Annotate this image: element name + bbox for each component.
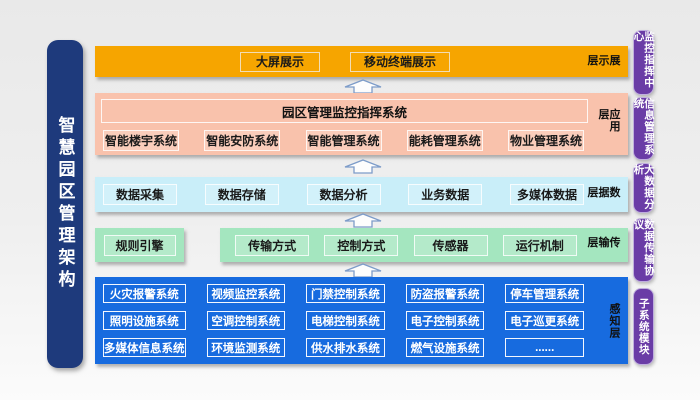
perception-grid: 火灾报警系统 视频监控系统 门禁控制系统 防盗报警系统 停车管理系统 照明设施系… [103, 284, 584, 357]
layer-perception: 火灾报警系统 视频监控系统 门禁控制系统 防盗报警系统 停车管理系统 照明设施系… [95, 277, 628, 364]
transport-item-operation: 运行机制 [502, 234, 577, 256]
perception-item-gas: 燃气设施系统 [405, 338, 485, 357]
layer-transport: 传输方式 控制方式 传感器 运行机制 传输层 [220, 228, 628, 262]
data-item-analysis: 数据分析 [306, 184, 381, 205]
side-module-label: 信息管理系统 [632, 98, 656, 156]
layer-label-display: 展示层 [586, 53, 620, 66]
transport-item-sensor: 传感器 [413, 234, 488, 256]
perception-item-burglar-alarm: 防盗报警系统 [405, 284, 485, 303]
transport-items: 传输方式 控制方式 传感器 运行机制 [220, 234, 628, 256]
perception-item-elevator: 电梯控制系统 [306, 311, 385, 330]
transport-item-rule-engine: 规则引擎 [103, 234, 176, 256]
app-item-security: 智能安防系统 [204, 130, 281, 151]
data-item-business: 业务数据 [408, 184, 483, 205]
perception-item-hvac: 空调控制系统 [206, 311, 286, 330]
perception-item-parking: 停车管理系统 [505, 284, 584, 303]
transport-item-control: 控制方式 [324, 234, 399, 256]
perception-item-more: ...... [505, 338, 584, 357]
up-arrow-icon [344, 213, 382, 228]
side-module-transfer-protocol: 数据传输协议 [632, 218, 656, 282]
layer-label-transport: 传输层 [586, 236, 620, 249]
display-item-big-screen: 大屏展示 [240, 51, 320, 72]
layer-data: 数据采集 数据存储 数据分析 业务数据 多媒体数据 数据层 [95, 177, 628, 212]
side-module-info-management: 信息管理系统 [632, 97, 656, 160]
perception-item-access-control: 门禁控制系统 [306, 284, 385, 303]
side-module-label: 监控指挥中心 [632, 31, 656, 89]
layer-display: 大屏展示 移动终端展示 展示层 [95, 46, 628, 77]
app-item-energy: 能耗管理系统 [406, 130, 483, 151]
layer-label-perception: 感知层 [608, 302, 620, 339]
side-module-big-data: 大数据分析 [632, 163, 656, 213]
transport-rule-engine-block: 规则引擎 [95, 228, 184, 262]
perception-item-lighting: 照明设施系统 [103, 311, 186, 330]
perception-item-fire-alarm: 火灾报警系统 [103, 284, 186, 303]
layer-label-application: 应用层 [597, 108, 620, 133]
layer-application: 园区管理监控指挥系统 智能楼宇系统 智能安防系统 智能管理系统 能耗管理系统 物… [95, 93, 628, 155]
transport-item-mode: 传输方式 [235, 234, 310, 256]
display-items: 大屏展示 移动终端展示 [95, 51, 628, 72]
perception-item-electronic-control: 电子控制系统 [405, 311, 485, 330]
data-item-storage: 数据存储 [204, 184, 279, 205]
display-item-mobile-terminal: 移动终端展示 [350, 51, 450, 72]
diagram-title-banner: 智慧园区管理架构 [47, 40, 83, 368]
perception-item-patrol: 电子巡更系统 [505, 311, 584, 330]
app-item-management: 智能管理系统 [305, 130, 382, 151]
layer-label-data: 数据层 [586, 185, 620, 198]
up-arrow-icon [344, 263, 382, 278]
up-arrow-icon [344, 159, 382, 174]
perception-item-water-supply: 供水排水系统 [306, 338, 385, 357]
perception-item-multimedia-info: 多媒体信息系统 [103, 338, 186, 357]
data-item-collection: 数据采集 [103, 184, 177, 205]
side-module-subsystem: 子系统模块 [633, 288, 654, 365]
perception-item-video-surveillance: 视频监控系统 [206, 284, 286, 303]
up-arrow-icon [344, 79, 382, 94]
diagram-title: 智慧园区管理架构 [55, 116, 75, 292]
app-item-building: 智能楼宇系统 [103, 130, 179, 151]
side-module-label: 数据传输协议 [632, 219, 656, 277]
app-item-property: 物业管理系统 [508, 130, 584, 151]
side-module-command-center: 监控指挥中心 [632, 30, 656, 95]
data-items: 数据采集 数据存储 数据分析 业务数据 多媒体数据 [95, 184, 628, 205]
data-item-multimedia: 多媒体数据 [510, 184, 584, 205]
application-title-box: 园区管理监控指挥系统 [101, 99, 588, 123]
perception-item-environment: 环境监测系统 [206, 338, 286, 357]
side-module-label: 大数据分析 [632, 164, 656, 210]
application-items: 智能楼宇系统 智能安防系统 智能管理系统 能耗管理系统 物业管理系统 [103, 130, 584, 151]
side-module-label: 子系统模块 [637, 297, 650, 356]
